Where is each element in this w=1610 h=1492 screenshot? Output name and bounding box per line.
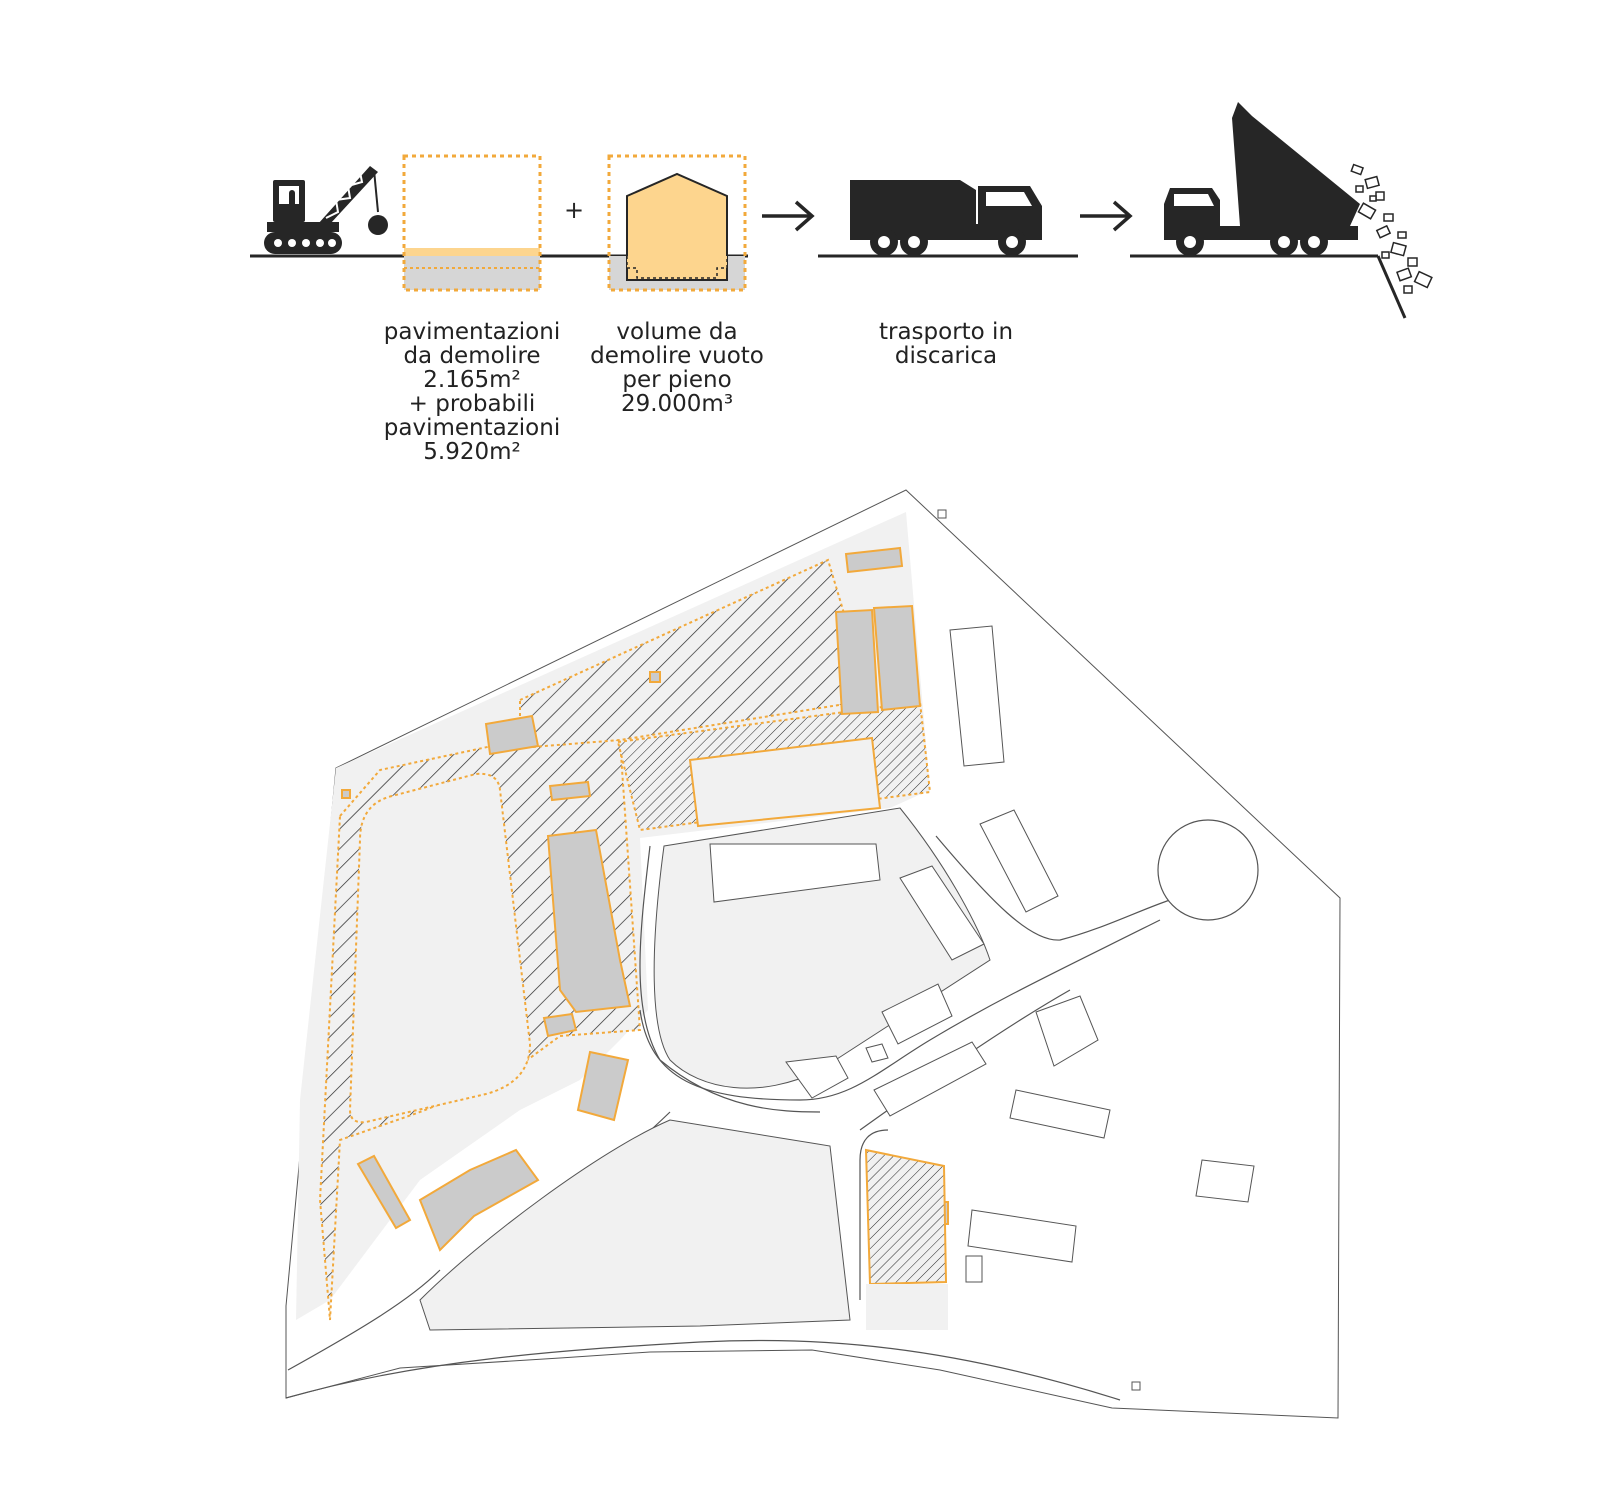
- caption-trasporto: trasporto in discarica: [878, 319, 1014, 369]
- roads: [285, 819, 1259, 1401]
- caption-volume: volume da demolire vuoto per pieno 29.00…: [590, 319, 764, 417]
- demolition-area-southeast: [864, 1148, 948, 1286]
- slope-line: [1376, 255, 1407, 319]
- existing-buildings: [709, 509, 1255, 1391]
- southeast-strip: [866, 1284, 948, 1330]
- arrow-right-icon-2: [1080, 200, 1133, 232]
- dump-truck-icon: [850, 180, 1042, 256]
- process-strip: +: [250, 102, 1433, 319]
- volume-box: [607, 154, 747, 292]
- demolition-area-north: [519, 558, 872, 750]
- debris-icon: [1350, 163, 1433, 294]
- crane-excavator-icon: [264, 166, 388, 254]
- arrow-right-icon: [762, 200, 815, 232]
- pavement-box: [402, 154, 542, 292]
- tipping-truck-icon: [1164, 102, 1360, 256]
- south-lot: [419, 1119, 851, 1331]
- meadow: [348, 772, 532, 1124]
- plus-operator: +: [564, 196, 584, 224]
- caption-pavimentazioni: pavimentazioni da demolire 2.165m² + pro…: [383, 319, 561, 465]
